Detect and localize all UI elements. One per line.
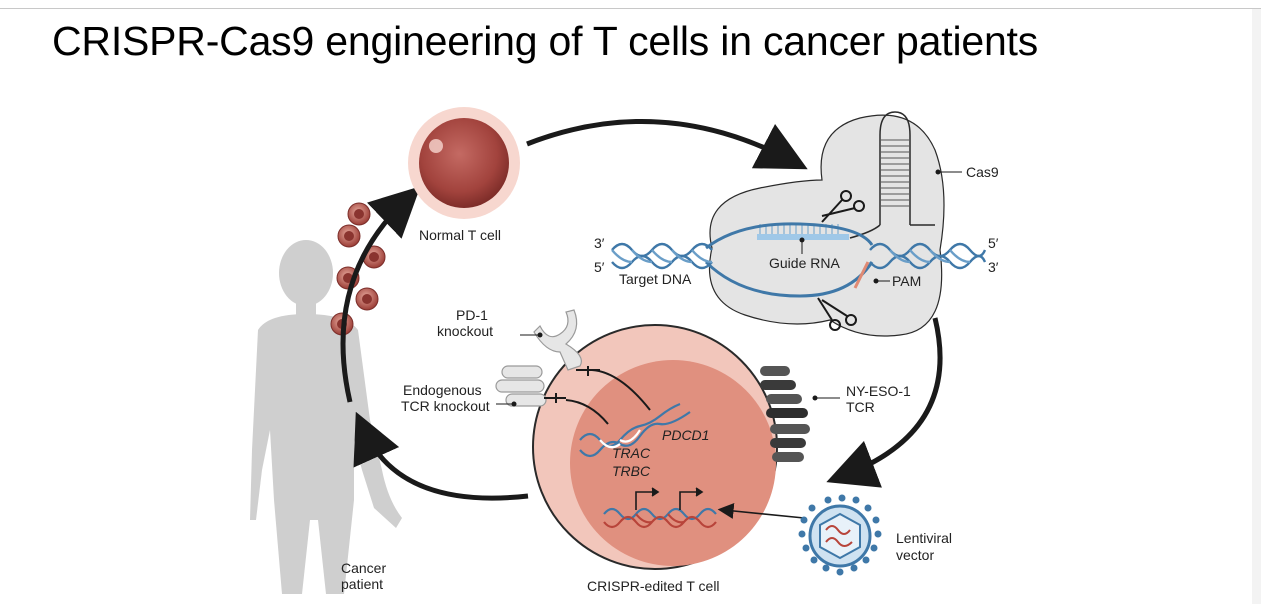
endogenous-tcr-label-line1: Endogenous xyxy=(403,382,482,398)
cas9-label: Cas9 xyxy=(966,164,999,180)
ny-eso-1-tcr-receptors xyxy=(760,366,810,462)
endogenous-tcr-label-line2: TCR knockout xyxy=(401,398,490,414)
normal-t-cell xyxy=(408,107,520,219)
endogenous-tcr-knocked-out xyxy=(495,365,547,407)
target-dna-label: Target DNA xyxy=(619,271,692,287)
lentiviral-vector xyxy=(798,494,882,576)
pd1-knockout-label-line2: knockout xyxy=(437,323,493,339)
promoter-arrow-icons xyxy=(635,487,704,510)
pd1-receptor-knocked-out xyxy=(533,309,582,371)
trbc-gene-label: TRBC xyxy=(612,463,651,479)
crispr-edited-t-cell-label: CRISPR-edited T cell xyxy=(587,578,720,594)
guide-rna-label: Guide RNA xyxy=(769,255,840,271)
slide-title: CRISPR-Cas9 engineering of T cells in ca… xyxy=(52,18,1039,64)
normal-t-cell-label: Normal T cell xyxy=(419,227,501,243)
circulating-t-cells xyxy=(330,202,386,336)
lentiviral-vector-label-line1: Lentiviral xyxy=(896,530,952,546)
cancer-patient-label-line2: patient xyxy=(341,576,383,592)
scrollbar-track[interactable] xyxy=(1252,9,1261,604)
pam-label: PAM xyxy=(892,273,921,289)
cycle-arrows xyxy=(340,119,943,501)
nucleus-dna-helix xyxy=(579,402,691,458)
five-prime-right-label: 5′ xyxy=(988,235,999,251)
trac-gene-label: TRAC xyxy=(612,445,651,461)
pdcd1-gene-label: PDCD1 xyxy=(662,427,709,443)
five-prime-left-label: 5′ xyxy=(594,259,605,275)
three-prime-right-label: 3′ xyxy=(988,259,999,275)
transgene-helix xyxy=(603,507,717,529)
cancer-patient-label-line1: Cancer xyxy=(341,560,386,576)
three-prime-left-label: 3′ xyxy=(594,235,605,251)
scissors-top-icon xyxy=(821,190,865,223)
cas9-complex xyxy=(704,111,945,337)
ny-eso-1-label-line2: TCR xyxy=(846,399,875,415)
pd1-knockout-label-line1: PD-1 xyxy=(456,307,488,323)
ny-eso-1-label-line1: NY-ESO-1 xyxy=(846,383,911,399)
target-dna-helix xyxy=(611,242,987,270)
scissors-bottom-icon xyxy=(817,297,857,331)
lentiviral-vector-label-line2: vector xyxy=(896,547,934,563)
window-top-border xyxy=(0,0,1261,9)
cancer-patient-silhouette xyxy=(250,240,402,594)
